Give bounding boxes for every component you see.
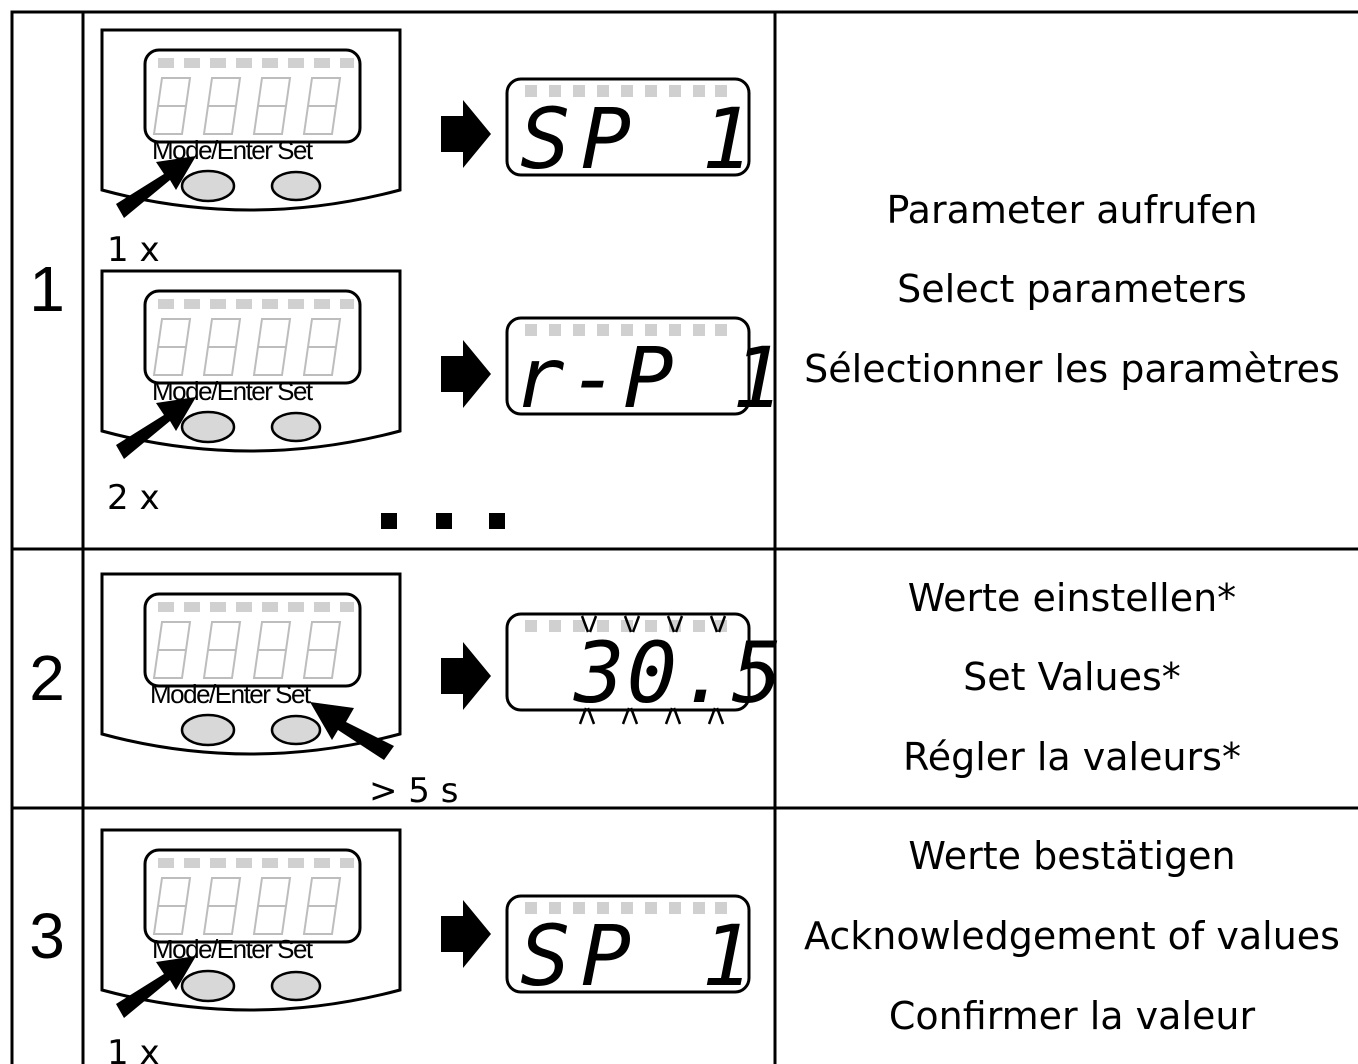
- step-number: 1: [29, 253, 65, 325]
- step-description-fr: Confirmer la valeur: [889, 994, 1256, 1038]
- lcd-readout: 30.5: [573, 624, 784, 722]
- button-label: Mode/Enter Set: [152, 135, 314, 165]
- step-description-de: Werte bestätigen: [908, 834, 1235, 878]
- table-grid: [10, 10, 1358, 1064]
- device-panel: [100, 28, 402, 212]
- step-description-de: Werte einstellen*: [908, 576, 1236, 620]
- button-label: Mode/Enter Set: [150, 679, 312, 709]
- device-panel: [100, 828, 402, 1012]
- arrow-right-icon: [441, 900, 491, 968]
- step-description-fr: Régler la valeurs*: [903, 735, 1241, 779]
- lcd-readout: SP 1: [520, 90, 762, 188]
- press-count: > 5 s: [369, 771, 458, 811]
- arrow-right-icon: [441, 642, 491, 710]
- step-description-en: Set Values*: [963, 655, 1181, 699]
- lcd-readout: SP 1: [520, 907, 762, 1005]
- arrow-right-icon: [441, 340, 491, 408]
- step-description-de: Parameter aufrufen: [886, 188, 1257, 232]
- press-count: 2 x: [107, 478, 160, 518]
- lcd-readout: r-P 1: [514, 329, 787, 427]
- ellipsis-icon: [381, 513, 505, 529]
- press-count: 1 x: [107, 230, 160, 270]
- step-number: 2: [29, 642, 65, 714]
- step-number: 3: [29, 900, 65, 972]
- button-label: Mode/Enter Set: [152, 376, 314, 406]
- step-description-en: Acknowledgement of values: [804, 914, 1340, 958]
- step-description-en: Select parameters: [897, 267, 1247, 311]
- button-label: Mode/Enter Set: [152, 934, 314, 964]
- arrow-right-icon: [441, 100, 491, 168]
- blink-icon: [578, 615, 727, 725]
- press-count: 1 x: [107, 1033, 160, 1064]
- device-panel: [100, 269, 402, 453]
- finger-arrow-icon: [310, 702, 394, 760]
- step-description-fr: Sélectionner les paramètres: [804, 347, 1340, 391]
